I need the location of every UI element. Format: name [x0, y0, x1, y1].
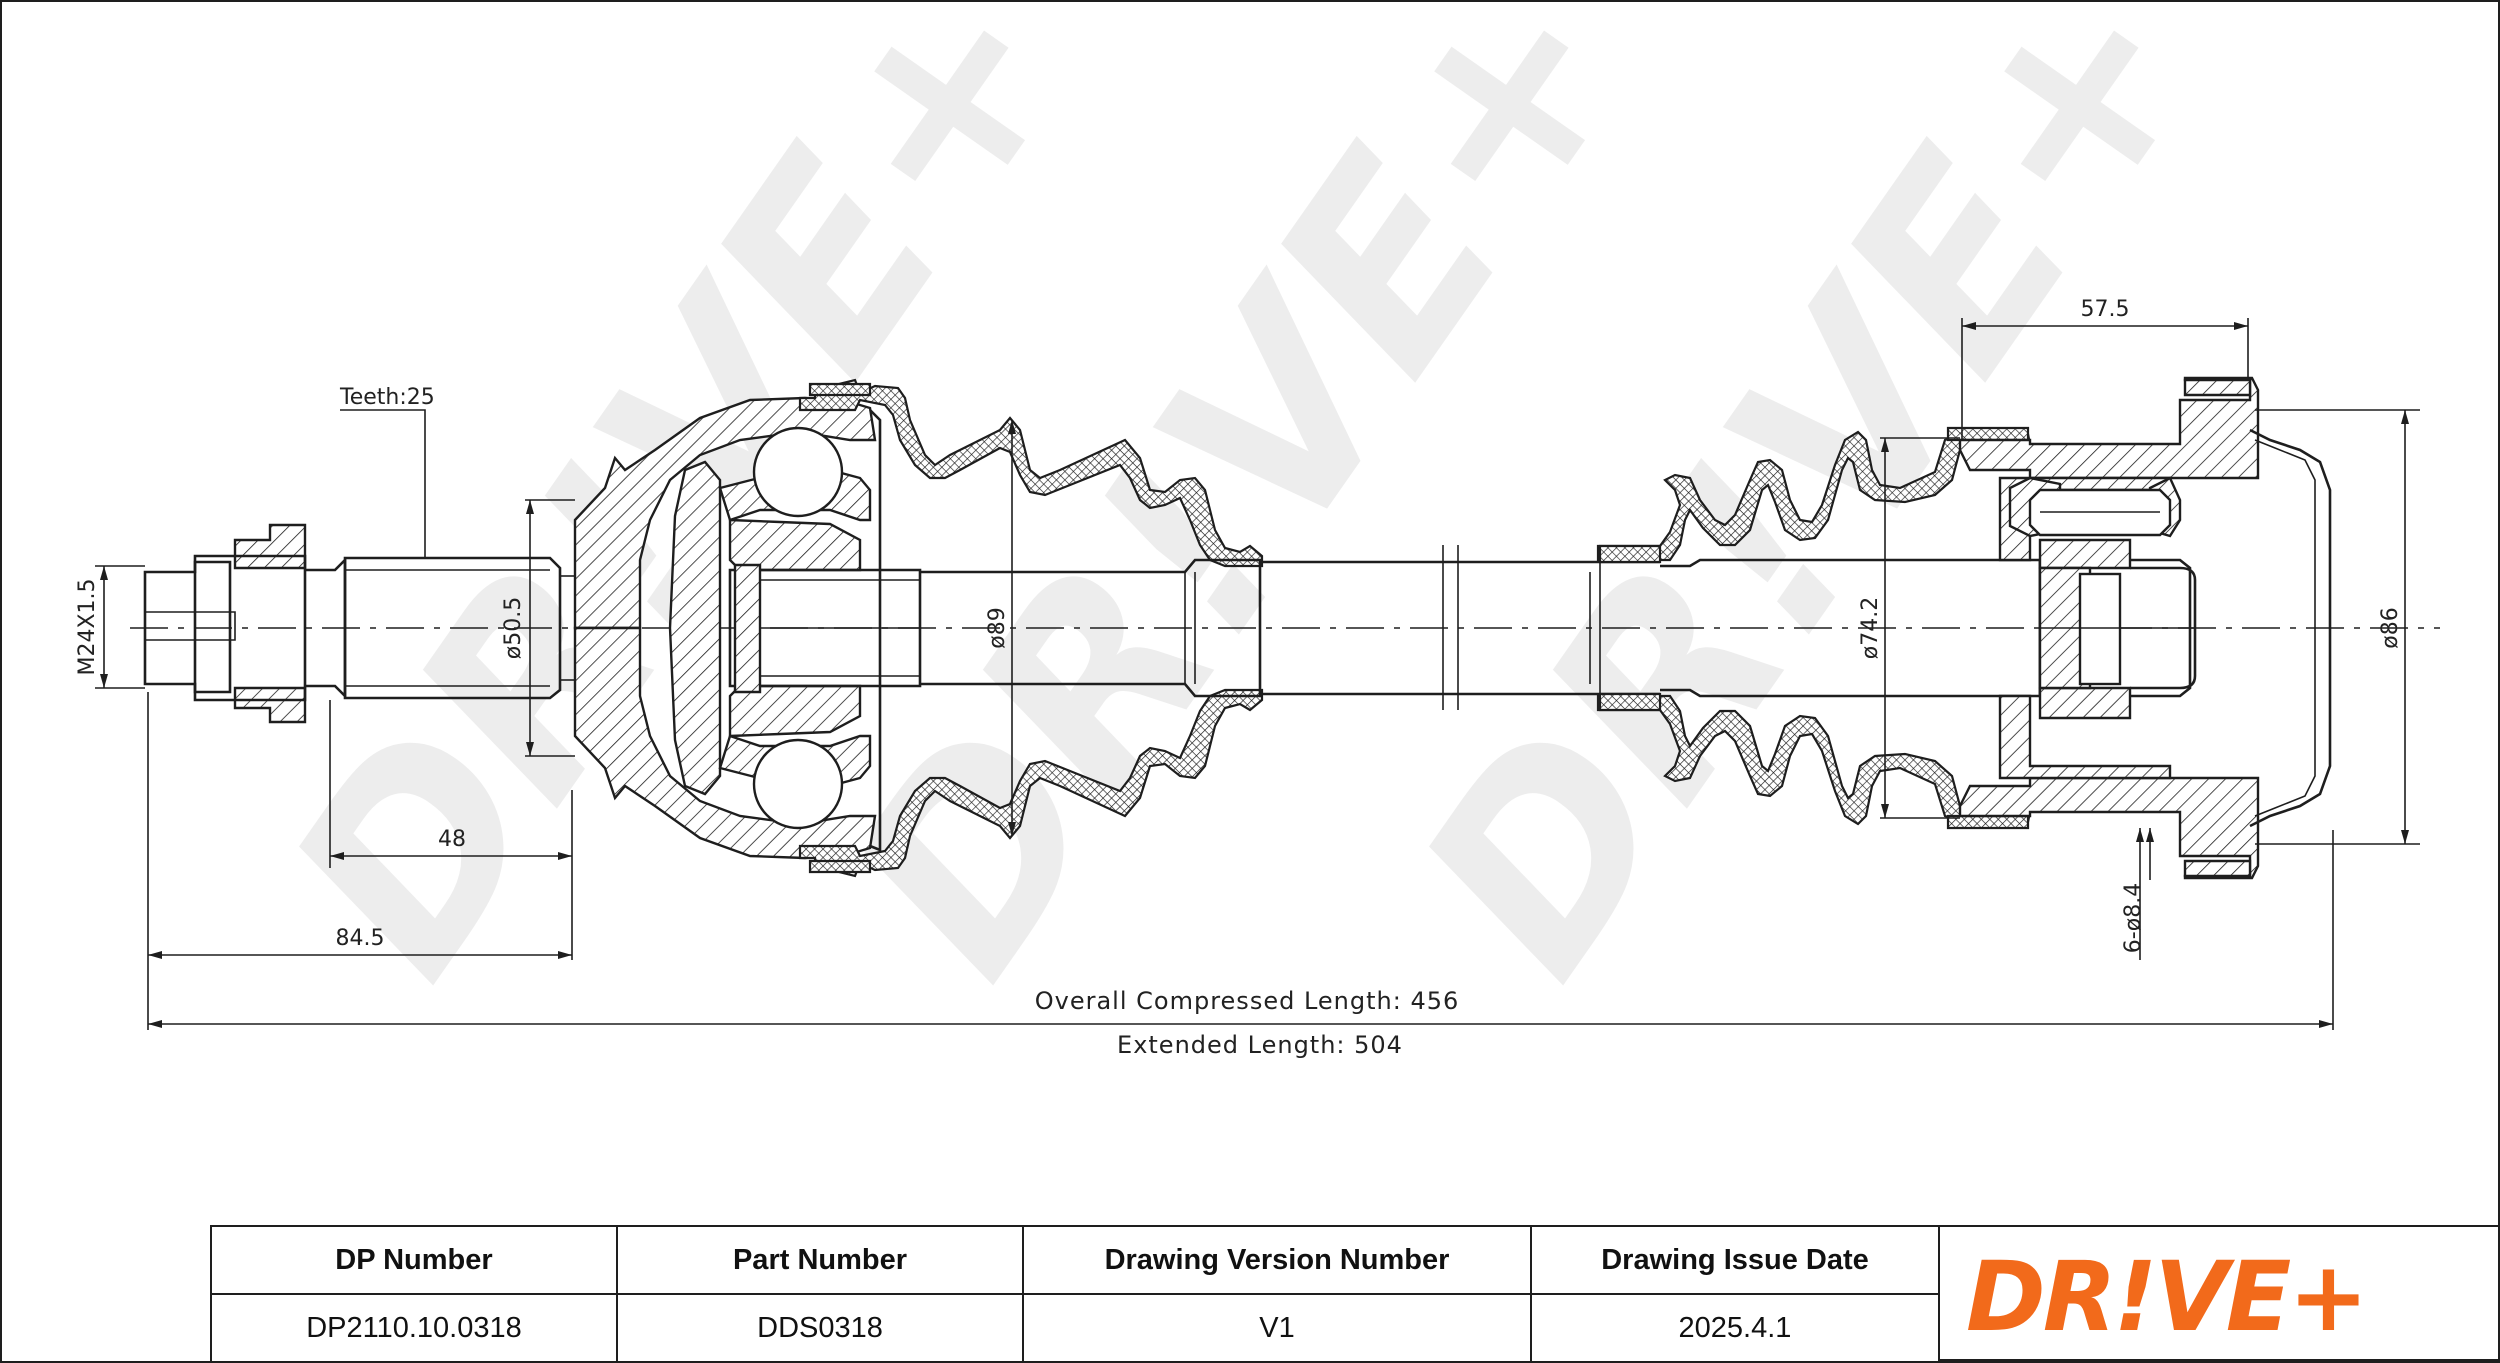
value-dp-number: DP2110.10.0318 — [210, 1293, 618, 1363]
dimension-arrows — [100, 322, 2409, 1028]
outer-stub — [143, 523, 575, 724]
dimension-labels: Teeth:25 M24X1.5 ø50.5 ø89 ø74.2 ø86 6-ø… — [75, 297, 2403, 1059]
flange-offset-label: 57.5 — [2081, 297, 2130, 322]
header-issue-date: Drawing Issue Date — [1530, 1225, 1940, 1295]
teeth-label: Teeth:25 — [339, 385, 435, 410]
boot-dia-label: ø89 — [985, 607, 1010, 648]
extended-length-label: Extended Length: 504 — [1117, 1031, 1403, 1059]
overall-length-label: Overall Compressed Length: 456 — [1035, 987, 1460, 1015]
spline-dia-label: ø50.5 — [501, 597, 526, 659]
value-part-number: DDS0318 — [616, 1293, 1024, 1363]
thread-label: M24X1.5 — [75, 578, 100, 675]
watermark-logo: DR!VE+ DR!VE+ DR!VE+ — [233, 0, 2259, 1026]
title-block: DP Number Part Number Drawing Version Nu… — [210, 1225, 2500, 1363]
header-drawing-version: Drawing Version Number — [1022, 1225, 1532, 1295]
header-part-number: Part Number — [616, 1225, 1024, 1295]
inner-boot-dia-label: ø74.2 — [1858, 597, 1883, 659]
spline-length-label: 48 — [438, 827, 466, 852]
dimension-lines — [95, 318, 2420, 1030]
value-drawing-version: V1 — [1022, 1293, 1532, 1363]
outer-cv-joint — [573, 396, 922, 860]
stub-length-label: 84.5 — [336, 926, 385, 951]
title-block-table: DP Number Part Number Drawing Version Nu… — [210, 1225, 1940, 1363]
holes-label: 6-ø8.4 — [2121, 883, 2146, 953]
brand-logo: DR!VE+ — [1966, 1241, 2369, 1353]
inner-cv-joint — [1958, 376, 2332, 880]
flange-dia-label: ø86 — [2378, 607, 2403, 648]
brand-cell: DR!VE+ — [1938, 1225, 2500, 1361]
inner-boot — [1596, 426, 2032, 830]
outer-boot — [798, 378, 1264, 878]
header-dp-number: DP Number — [210, 1225, 618, 1295]
value-issue-date: 2025.4.1 — [1530, 1293, 1940, 1363]
